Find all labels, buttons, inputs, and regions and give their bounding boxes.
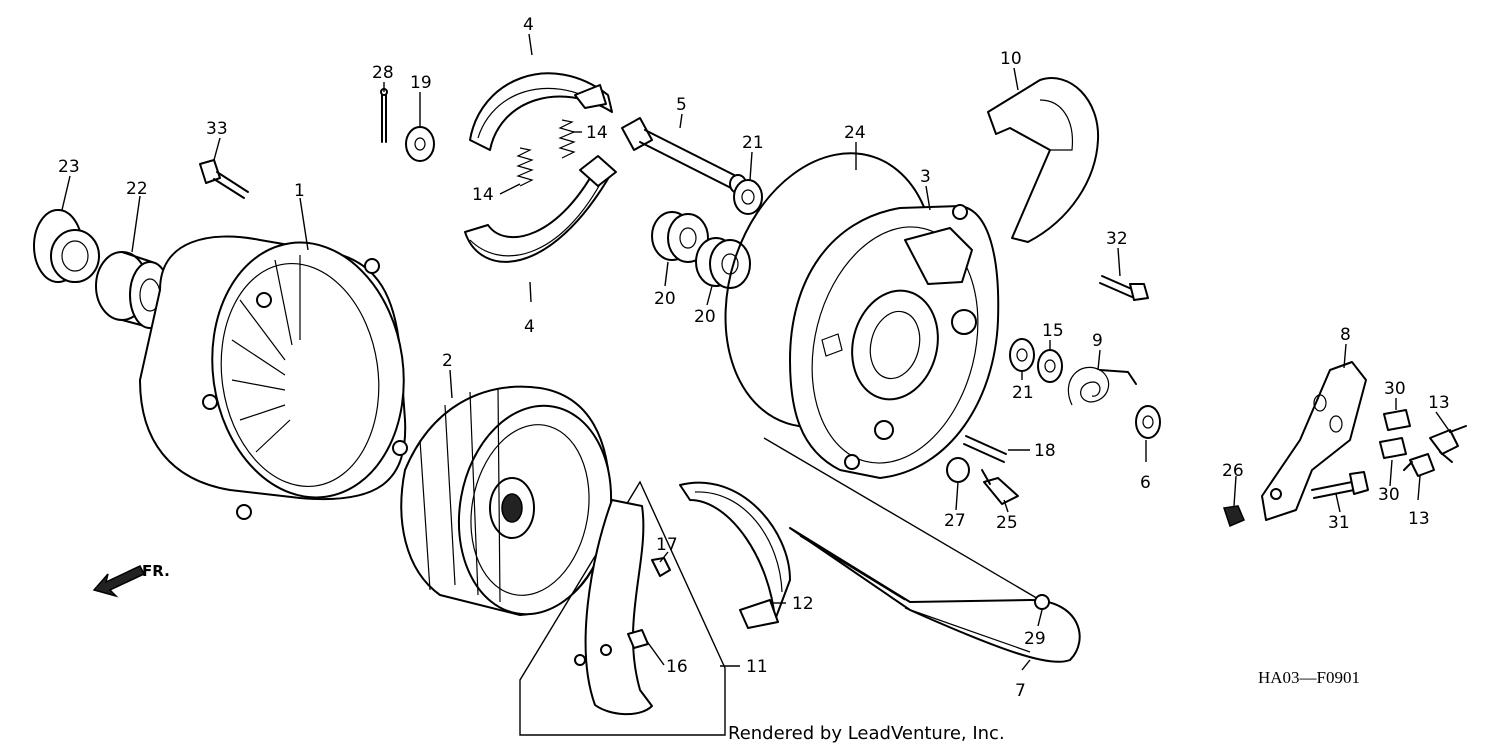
part-28-cotter-pin (380, 88, 388, 143)
callout-16: 16 (666, 657, 688, 677)
callout-4a: 4 (523, 15, 534, 35)
part-8-bracket (1261, 361, 1367, 521)
part-9-return-spring (1067, 366, 1137, 406)
callout-20b: 20 (694, 307, 716, 327)
figure-code: HA03—F0901 (1258, 668, 1360, 687)
front-direction-arrow: FR. (92, 562, 170, 598)
part-23-seal (33, 209, 100, 283)
callout-33: 33 (206, 119, 228, 139)
part-26-nut (1223, 505, 1245, 528)
callout-29: 29 (1024, 629, 1046, 649)
callout-14b: 14 (472, 185, 494, 205)
part-32-bolt (1099, 275, 1149, 301)
callout-22: 22 (126, 179, 148, 199)
part-5-cam-shaft (621, 117, 747, 194)
part-18-stud (963, 435, 1007, 463)
part-21-bearing-lower (1009, 338, 1035, 372)
part-7-breather-tube (763, 437, 1081, 663)
part-10-cover-plate (987, 77, 1100, 243)
part-1-drum-housing (139, 235, 408, 520)
callout-21a: 21 (742, 133, 764, 153)
callout-15: 15 (1042, 321, 1064, 341)
part-14-spring-lower (516, 147, 534, 187)
callout-14a: 14 (586, 123, 608, 143)
part-19-washer (405, 126, 435, 162)
callout-5: 5 (676, 95, 687, 115)
callout-23: 23 (58, 157, 80, 177)
part-17-nut (651, 557, 671, 577)
leader-lines (61, 33, 1451, 671)
callout-8: 8 (1340, 325, 1351, 345)
callout-12: 12 (792, 594, 814, 614)
part-13-wing-nut-upper (1429, 425, 1467, 463)
callout-13b: 13 (1408, 509, 1430, 529)
part-4-brake-shoe-upper (469, 72, 613, 151)
part-25-flange-bolt (981, 469, 1019, 505)
callout-1: 1 (294, 181, 305, 201)
callout-20a: 20 (654, 289, 676, 309)
callout-32: 32 (1106, 229, 1128, 249)
part-15-seal (1037, 349, 1063, 383)
callout-26: 26 (1222, 461, 1244, 481)
callout-19: 19 (410, 73, 432, 93)
callout-11: 11 (746, 657, 768, 677)
part-20-bushing-b (695, 237, 751, 289)
part-31-bolt (1311, 471, 1369, 499)
part-29-clip (1034, 594, 1050, 610)
callout-31: 31 (1328, 513, 1350, 533)
part-33-bolt (199, 159, 249, 199)
part-4-brake-shoe-lower (464, 155, 617, 263)
callout-28: 28 (372, 63, 394, 83)
callout-10: 10 (1000, 49, 1022, 69)
callout-6: 6 (1140, 473, 1151, 493)
part-14-spring-upper (558, 119, 576, 159)
callout-numbers: 1 2 3 4 4 5 6 7 8 9 10 11 12 13 13 14 14… (58, 15, 1450, 701)
callout-21b: 21 (1012, 383, 1034, 403)
direction-label: FR. (142, 562, 170, 580)
callout-17: 17 (656, 535, 678, 555)
part-11-brake-arm (519, 480, 726, 736)
part-16-nut (627, 629, 649, 649)
callout-24: 24 (844, 123, 866, 143)
callout-4b: 4 (524, 317, 535, 337)
callout-25: 25 (996, 513, 1018, 533)
part-12-brake-band (679, 481, 791, 629)
part-13-wing-nut-lower (1403, 453, 1435, 477)
part-27-washer (946, 457, 970, 483)
callout-2: 2 (442, 351, 453, 371)
callout-7: 7 (1015, 681, 1026, 701)
callout-30b: 30 (1378, 485, 1400, 505)
part-3-brake-panel (789, 204, 1000, 479)
callout-18: 18 (1034, 441, 1056, 461)
callout-9: 9 (1092, 331, 1103, 351)
callout-13a: 13 (1428, 393, 1450, 413)
callout-30a: 30 (1384, 379, 1406, 399)
render-credit: Rendered by LeadVenture, Inc. (728, 723, 1005, 744)
part-21-bearing-upper (733, 179, 763, 215)
callout-27: 27 (944, 511, 966, 531)
part-30-collar-b (1379, 437, 1407, 459)
part-30-collar-a (1383, 409, 1411, 431)
part-2-brake-drum (400, 385, 613, 616)
part-6-lock-washer (1135, 405, 1161, 439)
callout-3: 3 (920, 167, 931, 187)
